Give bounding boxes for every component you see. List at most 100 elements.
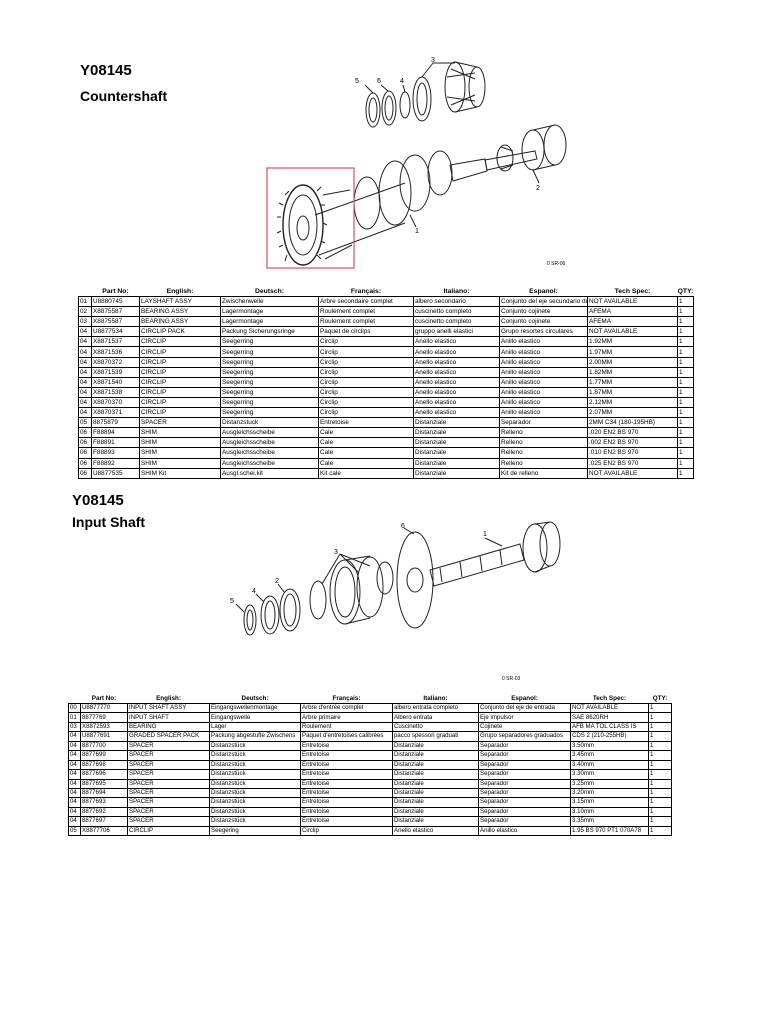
italiano-cell: Anello elastico: [413, 356, 500, 368]
francais-cell: Circlip: [318, 346, 414, 358]
francais-cell: Paquet d'entretoises calibrées: [300, 731, 393, 742]
italiano-cell: albero secondario: [413, 295, 500, 308]
qty-cell: 1: [677, 306, 694, 318]
column-header: English:: [156, 695, 181, 702]
item-number-cell: 04: [68, 778, 81, 789]
tech-spec-cell: AFEMA: [587, 316, 678, 328]
italiano-cell: albero entrata completo: [392, 702, 479, 714]
tech-spec-cell: 3.35mm: [570, 816, 649, 827]
francais-cell: Paquet de circlips: [318, 326, 414, 338]
english-cell: CIRCLIP: [139, 356, 221, 368]
item-number-cell: 02: [78, 306, 92, 318]
part-no-cell: X8875587: [91, 316, 140, 328]
english-cell: INPUT SHAFT: [127, 712, 210, 723]
deutsch-cell: Distanzstück: [209, 816, 301, 827]
tech-spec-cell: SAE 8620RH: [570, 712, 649, 723]
deutsch-cell: Eingangswelle: [209, 712, 301, 723]
part-no-cell: X8871539: [91, 366, 140, 378]
item-number-cell: 04: [68, 769, 81, 780]
qty-cell: 1: [677, 467, 694, 479]
espanol-cell: Separador: [478, 797, 571, 808]
espanol-cell: Separador: [478, 759, 571, 771]
espanol-cell: Anillo elastico: [499, 396, 588, 409]
input-shaft-parts-table: Part No:English:Deutsch:Français:Italian…: [68, 695, 672, 837]
italiano-cell: Distanziale: [392, 787, 479, 799]
part-no-cell: 8877694: [80, 787, 128, 799]
tech-spec-cell: NOT AVAILABLE: [587, 326, 678, 338]
qty-cell: 1: [677, 336, 694, 348]
section-code: Y08145: [72, 492, 124, 509]
item-number-cell: 00: [68, 702, 81, 714]
italiano-cell: Distanziale: [392, 759, 479, 771]
qty-cell: 1: [677, 316, 694, 328]
qty-cell: 1: [677, 366, 694, 378]
english-cell: CIRCLIP: [127, 825, 210, 837]
english-cell: SPACER: [127, 769, 210, 780]
item-number-cell: 04: [78, 376, 92, 388]
column-header: Italiano:: [443, 288, 470, 295]
column-header: [69, 695, 81, 704]
francais-cell: Entretoise: [300, 797, 393, 808]
diagram-ref: 0 SR-03: [502, 676, 521, 682]
item-number-cell: 06: [78, 467, 92, 479]
francais-cell: Arbre primaire: [300, 712, 393, 723]
english-cell: BEARING ASSY: [139, 306, 221, 318]
column-header: Tech Spec:: [614, 288, 651, 295]
espanol-cell: Relleno: [499, 447, 588, 459]
tech-spec-cell: CDS 2 (210-255HB): [570, 731, 649, 742]
italiano-cell: Distanziale: [413, 457, 500, 469]
callout-6: 6: [401, 523, 405, 530]
francais-cell: Circlip: [318, 407, 414, 419]
francais-cell: Entretoise: [300, 806, 393, 818]
english-cell: CIRCLIP: [139, 396, 221, 409]
english-cell: SPACER: [127, 750, 210, 761]
table-header-row: Part No:English:Deutsch:Français:Italian…: [79, 287, 694, 297]
espanol-cell: Separador: [478, 769, 571, 780]
english-cell: CIRCLIP: [139, 407, 221, 419]
item-number-cell: 06: [78, 447, 92, 459]
item-number-cell: 05: [78, 417, 92, 429]
espanol-cell: Anillo elastico: [499, 376, 588, 388]
qty-cell: 1: [677, 346, 694, 358]
part-no-cell: 8877697: [80, 816, 128, 827]
table-header-row: Part No:English:Deutsch:Français:Italian…: [69, 695, 672, 704]
english-cell: SHIM: [139, 437, 221, 449]
francais-cell: Entretoise: [300, 787, 393, 799]
francais-cell: Roulement complet: [318, 306, 414, 318]
italiano-cell: cuscinetto completo: [413, 306, 500, 318]
item-number-cell: 04: [68, 806, 81, 818]
deutsch-cell: Distanzstück: [209, 769, 301, 780]
francais-cell: Circlip: [318, 356, 414, 368]
italiano-cell: Cuscinetto: [392, 721, 479, 733]
column-header: Français:: [332, 695, 361, 702]
francais-cell: Roulement: [300, 721, 393, 733]
section-title: Input Shaft: [72, 514, 146, 530]
tech-spec-cell: .020 EN2 BS 970: [587, 427, 678, 439]
item-number-cell: 04: [68, 759, 81, 771]
italiano-cell: Anello elastico: [413, 376, 500, 388]
item-number-cell: 04: [78, 366, 92, 378]
qty-cell: 1: [677, 376, 694, 388]
francais-cell: Circlip: [318, 336, 414, 348]
qty-cell: 1: [677, 407, 694, 419]
deutsch-cell: Seegerring: [220, 386, 319, 398]
espanol-cell: Separador: [478, 778, 571, 789]
italiano-cell: Anello elastico: [392, 825, 479, 837]
espanol-cell: Separador: [478, 787, 571, 799]
item-number-cell: 04: [78, 336, 92, 348]
francais-cell: Circlip: [300, 825, 393, 837]
italiano-cell: Albero entrata: [392, 712, 479, 723]
qty-cell: 1: [648, 702, 672, 714]
part-no-cell: 8877700: [80, 740, 128, 752]
part-no-cell: 8877698: [80, 759, 128, 771]
